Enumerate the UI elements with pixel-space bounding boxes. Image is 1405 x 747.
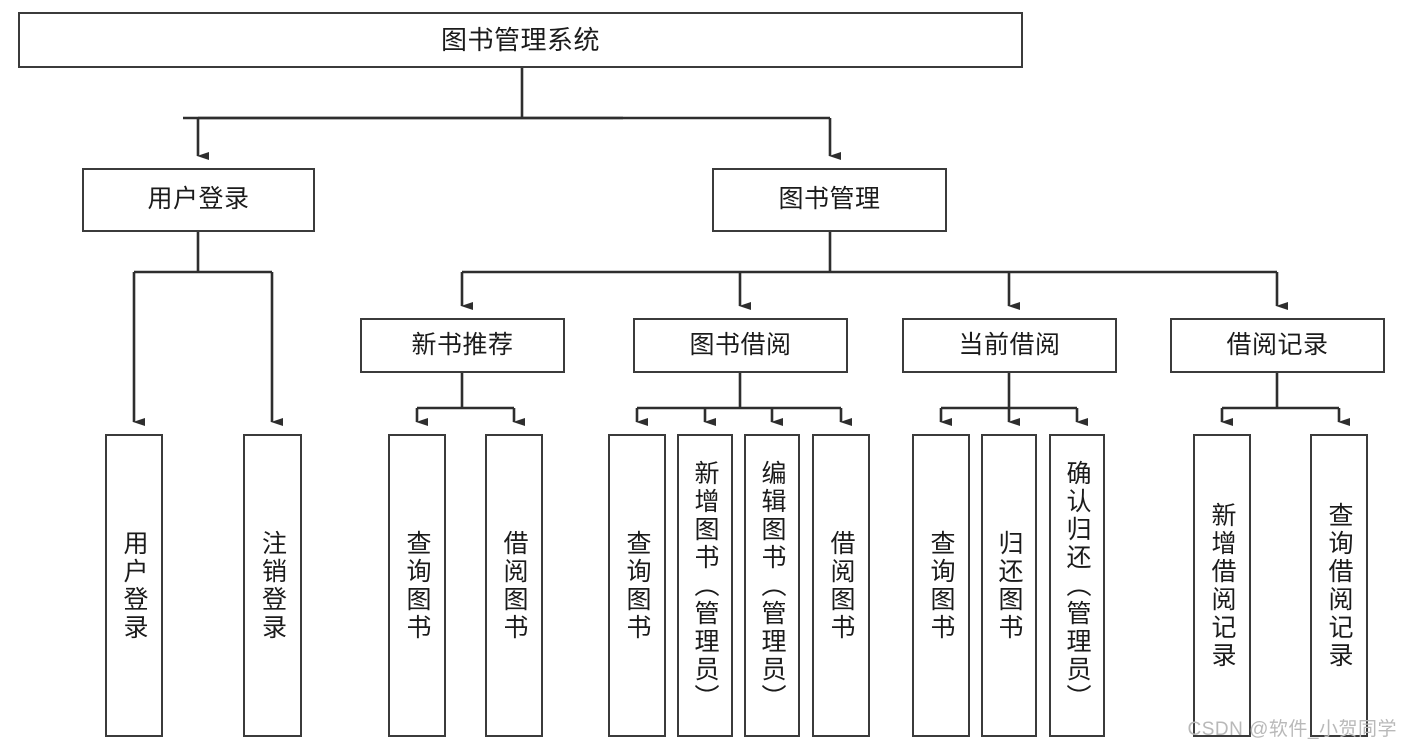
node-borrow-record[interactable]: 借阅记录	[1170, 318, 1385, 373]
node-root-book-management-system[interactable]: 图书管理系统	[18, 12, 1023, 68]
node-leaf-user-login[interactable]: 用户登录	[105, 434, 163, 737]
node-label: 用户登录	[120, 529, 148, 642]
node-label: 图书管理	[778, 185, 881, 214]
node-leaf-add-book[interactable]: 新增图书（管理员）	[677, 434, 733, 737]
node-book-manage[interactable]: 图书管理	[712, 168, 947, 232]
node-label: 当前借阅	[958, 330, 1061, 359]
node-leaf-add-borrow-record[interactable]: 新增借阅记录	[1193, 434, 1251, 737]
node-label: 查询图书	[623, 529, 651, 642]
node-user-login[interactable]: 用户登录	[82, 168, 315, 232]
node-new-book-recommend[interactable]: 新书推荐	[360, 318, 565, 373]
node-label: 图书借阅	[689, 330, 792, 359]
node-leaf-query-borrow-record[interactable]: 查询借阅记录	[1310, 434, 1368, 737]
node-label: 借阅图书	[500, 529, 528, 642]
node-current-borrow[interactable]: 当前借阅	[902, 318, 1117, 373]
node-label: 查询借阅记录	[1325, 501, 1353, 670]
node-leaf-confirm-return[interactable]: 确认归还（管理员）	[1049, 434, 1105, 737]
node-label: 确认归还（管理员）	[1063, 459, 1091, 712]
node-label: 查询图书	[403, 529, 431, 642]
node-label: 用户登录	[147, 185, 250, 214]
node-label: 借阅图书	[827, 529, 855, 642]
node-label: 新增图书（管理员）	[691, 459, 719, 712]
node-leaf-borrow-book-borrow[interactable]: 借阅图书	[812, 434, 870, 737]
node-label: 图书管理系统	[440, 24, 600, 55]
node-leaf-return-book[interactable]: 归还图书	[981, 434, 1037, 737]
node-label: 注销登录	[258, 529, 287, 642]
node-label: 借阅记录	[1226, 330, 1329, 359]
node-label: 新书推荐	[411, 330, 514, 359]
node-label: 归还图书	[995, 529, 1023, 642]
csdn-watermark: CSDN @软件_小贺同学	[1187, 719, 1397, 740]
node-label: 编辑图书（管理员）	[758, 459, 786, 712]
node-leaf-edit-book[interactable]: 编辑图书（管理员）	[744, 434, 800, 737]
node-leaf-query-book-borrow[interactable]: 查询图书	[608, 434, 666, 737]
node-leaf-borrow-book-new[interactable]: 借阅图书	[485, 434, 543, 737]
node-label: 查询图书	[927, 529, 955, 642]
node-leaf-query-book-current[interactable]: 查询图书	[912, 434, 970, 737]
node-label: 新增借阅记录	[1208, 501, 1236, 670]
node-leaf-query-book-new[interactable]: 查询图书	[388, 434, 446, 737]
node-book-borrow[interactable]: 图书借阅	[633, 318, 848, 373]
node-leaf-logout[interactable]: 注销登录	[243, 434, 302, 737]
